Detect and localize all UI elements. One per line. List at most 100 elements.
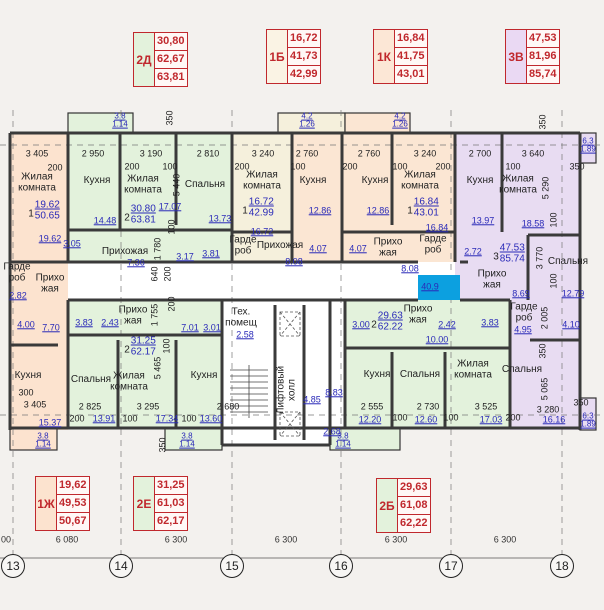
- living-area: 19.62: [34, 199, 60, 211]
- dimension-label: 3 295: [136, 401, 160, 412]
- room-area-label: 8.69: [512, 288, 530, 299]
- room-area-label: 3.01: [203, 322, 221, 333]
- room-name-label: Жилая комната: [110, 370, 148, 392]
- room-area-label: 4.07: [349, 243, 367, 254]
- balcony-area: 3.8: [337, 431, 349, 441]
- living-area: 30.80: [130, 203, 156, 215]
- axis-bubble: 15: [220, 554, 244, 578]
- balcony-reduced-area: 1.89: [580, 145, 596, 154]
- room-area-label: 12.79: [561, 288, 585, 299]
- walls: [8, 131, 582, 447]
- room-name-label: Спальня: [70, 373, 112, 385]
- room-name-label: Прихо жая: [403, 303, 433, 325]
- room-area-label: 3.83: [481, 317, 499, 328]
- dimension-label: 100: [443, 412, 459, 423]
- apartment-2e-area: [68, 300, 222, 428]
- dimension-label: 350: [573, 397, 589, 408]
- total-area: 63.81: [130, 214, 156, 225]
- balcony-reduced-area: 1.14: [35, 440, 51, 449]
- room-area-label: 7.70: [42, 322, 60, 333]
- room-name-label: Спальня: [184, 178, 226, 190]
- dimension-label: 5 290: [540, 176, 551, 200]
- room-name-label: Прихо жая: [118, 304, 148, 326]
- dimension-label: 2 730: [416, 401, 440, 412]
- balcony-area: 3.8: [114, 111, 126, 121]
- balcony-reduced-area: 1.89: [580, 420, 596, 429]
- living-area: 31.25: [130, 335, 156, 347]
- balcony-total-area-value: 63,81: [155, 69, 187, 86]
- balcony-total-area-value: 42,99: [288, 66, 320, 83]
- room-area-label: 2.42: [438, 319, 456, 330]
- corridor: [68, 262, 455, 300]
- room-area-label: 10.00: [425, 334, 449, 345]
- total-area: 50.65: [34, 210, 60, 221]
- room-name-label: Гарде роб: [419, 233, 447, 255]
- balcony-reduced-area: 1.14: [112, 120, 128, 129]
- apartment-type-code: 2Е: [134, 477, 155, 530]
- total-area: 43.01: [413, 207, 439, 218]
- dimension-label: 3 280: [536, 404, 560, 415]
- balcony-area: 6.3: [582, 136, 594, 146]
- room-name-label: Спальня: [501, 363, 543, 375]
- room-area-label: 12.86: [366, 205, 390, 216]
- room-name-label: Кухня: [14, 369, 42, 381]
- room-area-label: 17.34: [155, 413, 179, 424]
- room-name-label: Жилая комната: [454, 358, 492, 380]
- room-name-label: Кухня: [299, 174, 327, 186]
- dimension-label: 350: [537, 114, 548, 130]
- living-area-value: 19,62: [57, 477, 89, 495]
- apartment-3v-hall: [455, 262, 580, 300]
- balcony-area: 4.2: [301, 111, 313, 121]
- balcony-reduced-area: 1.26: [299, 120, 315, 129]
- living-area: 16.84: [413, 196, 439, 208]
- total-area: 85.74: [499, 253, 525, 264]
- dimension-label: 100: [392, 412, 408, 423]
- living-area: 47.53: [499, 242, 525, 254]
- dimension-label: 2 810: [196, 148, 220, 159]
- dimension-label: 3 525: [474, 401, 498, 412]
- room-count: 3: [493, 251, 499, 263]
- room-name-label: Кухня: [190, 369, 218, 381]
- living-area-value: 29,63: [398, 479, 430, 497]
- room-area-label: 3.17: [176, 251, 194, 262]
- selected-highlight[interactable]: [418, 275, 460, 300]
- room-name-label: Прихо жая: [373, 236, 403, 258]
- balcony-reduced-area: 1.26: [392, 120, 408, 129]
- apartment-2b-area: [345, 300, 510, 428]
- room-area-label: 4.95: [514, 324, 532, 335]
- balcony-area: 4.2: [394, 111, 406, 121]
- dimension-label: 200: [166, 296, 177, 312]
- living-area: 29.63: [377, 310, 403, 322]
- dimension-label: 100: [122, 413, 138, 424]
- room-area-label: 8.08: [401, 263, 419, 274]
- room-name-label: Кухня: [361, 174, 389, 186]
- apartment-3v-bedroom: [510, 300, 580, 430]
- axis-bubble: 14: [109, 554, 133, 578]
- room-name-label: Жилая комната: [124, 173, 162, 195]
- room-area-label: 2.72: [464, 246, 482, 257]
- axis-bubble: 17: [439, 554, 463, 578]
- total-area: 42.99: [248, 207, 274, 218]
- dimension-label: 100: [161, 338, 172, 354]
- dimension-label: 5 065: [539, 377, 550, 401]
- dimension-label: 200: [435, 161, 451, 172]
- dimension-label: 100: [181, 413, 197, 424]
